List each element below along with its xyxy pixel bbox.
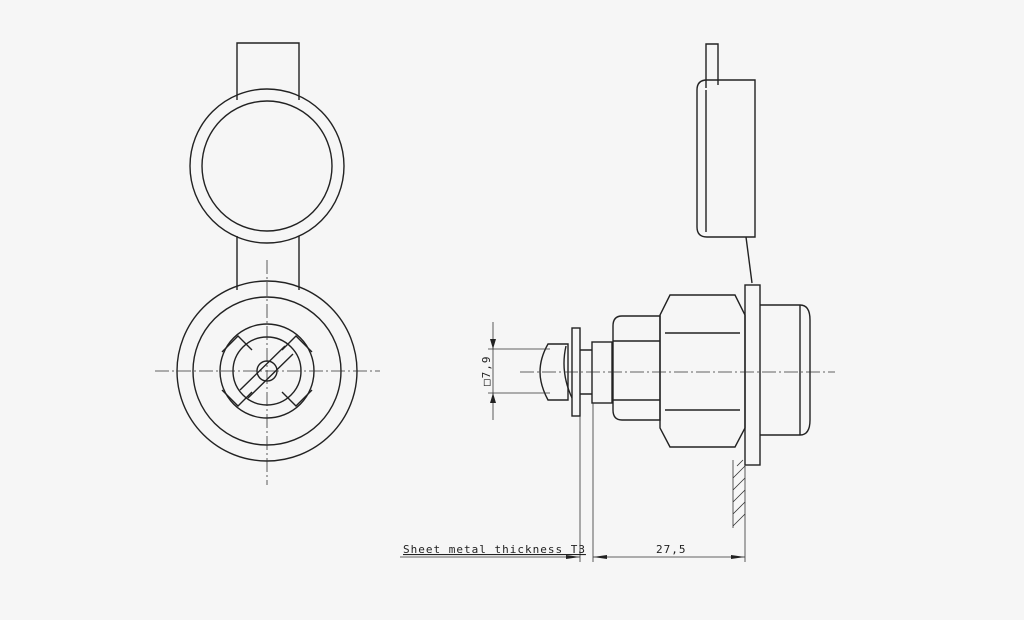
sheet-metal-label: Sheet metal thickness T3: [403, 543, 586, 556]
dim-square-label: □7,9: [480, 356, 493, 387]
front-view: [155, 42, 380, 485]
dimensions: Sheet metal thickness T3 27,5 □7,9: [400, 322, 746, 562]
side-view: [520, 43, 835, 528]
dim-length-label: 27,5: [656, 543, 687, 556]
hatch: [732, 459, 746, 528]
